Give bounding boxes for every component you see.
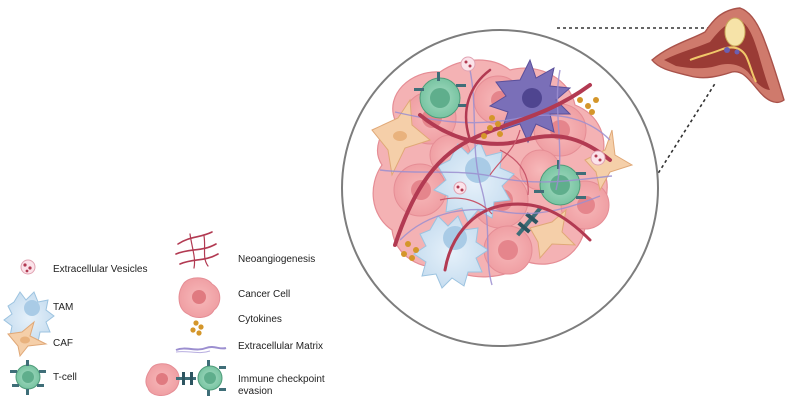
legend-label-cancer-cell: Cancer Cell [238,289,291,300]
legend-label-extracellular-vesicles: Extracellular Vesicles [53,264,148,275]
legend-label-immune-checkpoint-evasion: Immune checkpoint evasion [238,374,325,397]
neoangiogenesis-vessels [393,68,612,272]
legend-label-neoangiogenesis: Neoangiogenesis [238,254,316,265]
legend-label-caf: CAF [53,338,73,349]
cytokine-dots [401,97,599,261]
extracellular-matrix [379,69,613,286]
neoangiogenesis-icon [175,231,219,269]
tumor-zoom-circle [341,29,659,347]
extracellular-vesicle-icon [20,259,36,275]
legend-label-tam: TAM [53,302,74,313]
immune-checkpoint-icon [145,360,226,396]
caf-cell-icon [7,320,48,358]
organ-illustration [651,7,785,104]
tam-cell-icon [3,291,55,346]
extracellular-matrix-icon [175,346,227,354]
zoom-connector-lines [557,27,717,184]
t-cells [414,72,586,237]
cancer-cell-icon [178,277,221,318]
extracellular-vesicle-particles [453,56,606,195]
dendritic-cell [488,58,572,144]
cytokines-icon [190,320,204,336]
legend-label-extracellular-matrix: Extracellular Matrix [238,341,324,352]
t-cell-icon [10,360,46,395]
legend-label-t-cell: T-cell [53,372,77,383]
legend-label-cytokines: Cytokines [238,314,282,325]
